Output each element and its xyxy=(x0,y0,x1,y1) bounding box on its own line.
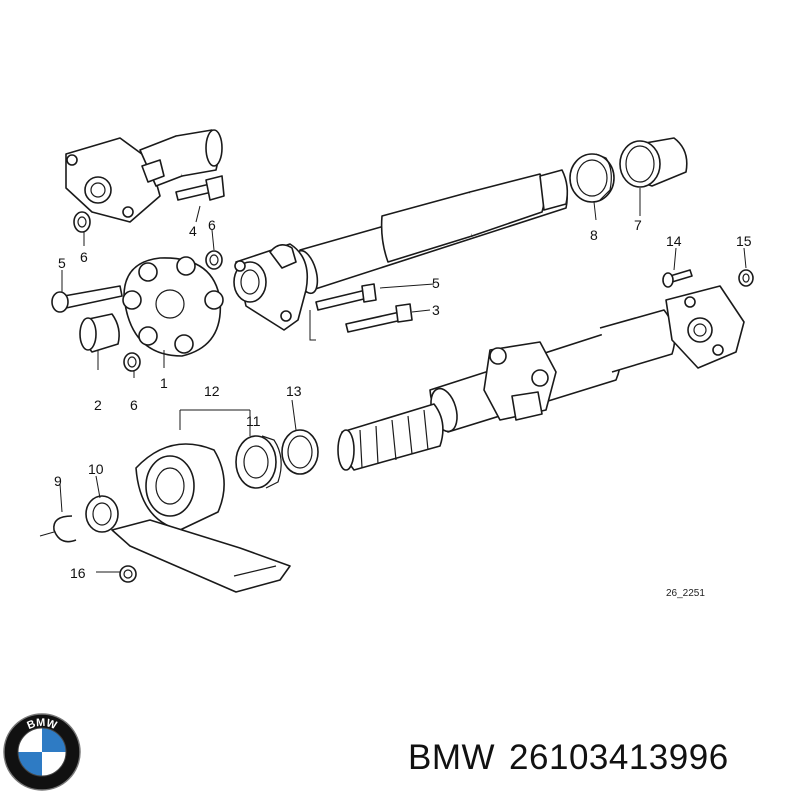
nut-part-15 xyxy=(738,269,754,287)
callout-5-right: 5 xyxy=(432,275,440,291)
nut-part-6-mid xyxy=(205,250,223,270)
caption-brand: BMW xyxy=(408,738,496,777)
callout-16: 16 xyxy=(70,565,86,581)
ring-part-13 xyxy=(281,429,319,475)
lower-shaft xyxy=(337,285,745,471)
callout-15: 15 xyxy=(736,233,752,249)
callout-3: 3 xyxy=(432,302,440,318)
ring-part-8 xyxy=(569,153,615,203)
callout-13: 13 xyxy=(286,383,302,399)
callout-2: 2 xyxy=(94,397,102,413)
callout-6-mid: 6 xyxy=(208,217,216,233)
callout-10: 10 xyxy=(88,461,104,477)
upper-shaft xyxy=(233,169,569,331)
bolt-part-3 xyxy=(345,303,413,333)
callout-7: 7 xyxy=(634,217,642,233)
sleeve-part-7 xyxy=(619,137,688,188)
callout-6-upper: 6 xyxy=(80,249,88,265)
callout-labels: 4 6 6 5 2 6 1 5 3 8 7 14 15 12 11 13 9 1… xyxy=(54,217,752,599)
logo-brand-text: BMW xyxy=(25,717,58,732)
nut-part-6-upper xyxy=(73,211,91,233)
leader-lines xyxy=(39,188,747,573)
circlip-part-9 xyxy=(53,515,77,543)
callout-8: 8 xyxy=(590,227,598,243)
callout-11: 11 xyxy=(246,413,261,429)
callout-1: 1 xyxy=(160,375,168,391)
bmw-logo: BMW xyxy=(3,713,81,791)
bolt-part-14 xyxy=(662,269,693,288)
callout-5-left: 5 xyxy=(58,255,66,271)
front-yoke xyxy=(65,129,225,223)
bolt-part-5-right xyxy=(315,283,377,311)
bolt-part-5-left xyxy=(51,285,123,313)
callout-6-lower: 6 xyxy=(130,397,138,413)
center-bearing-part-12 xyxy=(111,443,291,593)
callout-4: 4 xyxy=(189,223,197,239)
caption-part-number: 26103413996 xyxy=(509,738,729,777)
bushing-part-2 xyxy=(79,313,120,353)
callout-14: 14 xyxy=(666,233,682,249)
nut-part-16 xyxy=(119,565,137,583)
seal-part-10 xyxy=(85,495,119,533)
bearing-part-11 xyxy=(235,435,282,489)
callout-9: 9 xyxy=(54,473,62,489)
flex-disc-part-1 xyxy=(122,256,224,357)
nut-part-6-lower xyxy=(123,352,141,372)
part-caption: BMW 26103413996 xyxy=(408,738,743,778)
diagram-reference-code: 26_2251 xyxy=(666,588,705,599)
callout-12: 12 xyxy=(204,383,220,399)
svg-text:BMW: BMW xyxy=(25,717,58,732)
